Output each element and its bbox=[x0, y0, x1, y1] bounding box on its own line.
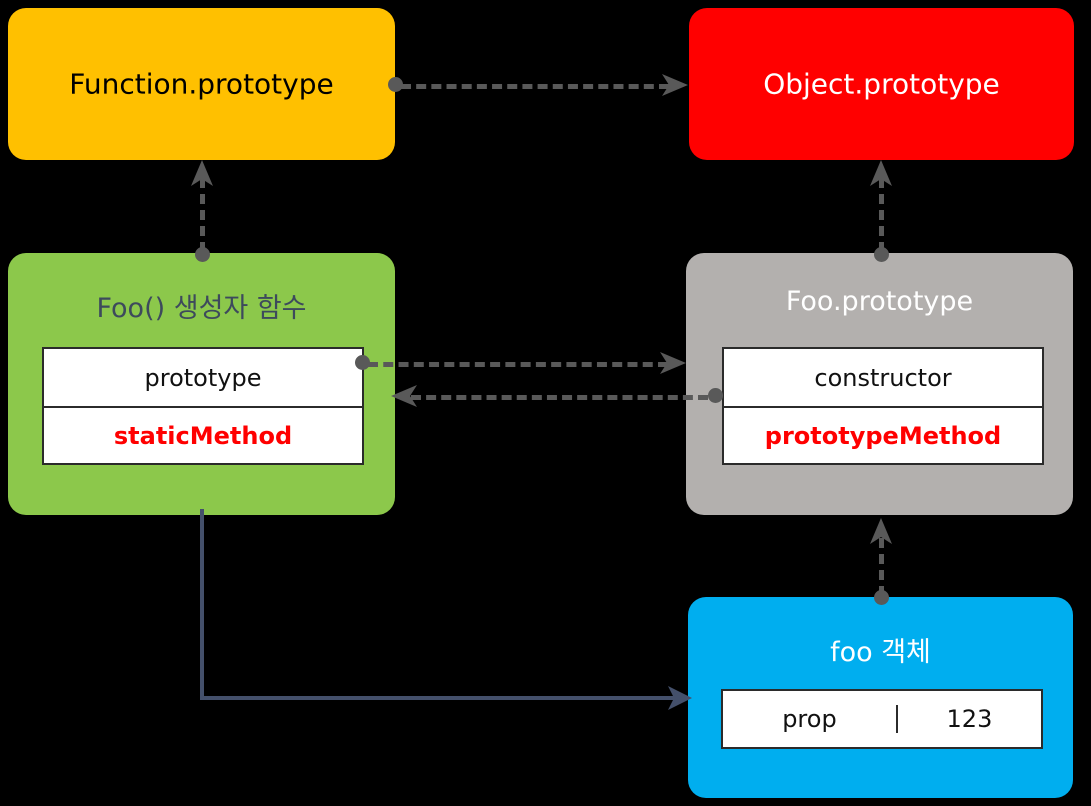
edge-foo-constructor-to-function-prototype-line bbox=[200, 178, 205, 252]
table-row[interactable]: staticMethod bbox=[44, 406, 362, 463]
edge-foo-constructor-to-function-prototype-arrowhead bbox=[191, 160, 213, 186]
cell-prototype: prototype bbox=[144, 363, 262, 392]
edge-foo-constructor-creates-foo-object-horizontal bbox=[200, 696, 680, 700]
table-row[interactable]: prototypeMethod bbox=[724, 406, 1042, 463]
table-row[interactable]: prototype bbox=[44, 349, 362, 406]
edge-constructor-to-foo-constructor-arrowhead bbox=[391, 385, 417, 407]
node-foo-constructor[interactable]: Foo() 생성자 함수 prototype staticMethod bbox=[8, 253, 395, 515]
edge-function-prototype-to-object-prototype-line bbox=[401, 84, 669, 89]
edge-prototype-to-foo-prototype-line bbox=[368, 362, 668, 367]
cell-prototype-method: prototypeMethod bbox=[764, 421, 1002, 450]
edge-foo-object-to-foo-prototype-line bbox=[879, 538, 884, 596]
node-object-prototype[interactable]: Object.prototype bbox=[689, 8, 1074, 160]
node-function-prototype-label: Function.prototype bbox=[69, 67, 334, 101]
node-foo-object-label: foo 객체 bbox=[830, 637, 931, 668]
table-row[interactable]: constructor bbox=[724, 349, 1042, 406]
edge-source-dot-function-prototype bbox=[388, 77, 403, 92]
node-foo-constructor-label: Foo() 생성자 함수 bbox=[96, 293, 307, 324]
edge-source-dot-constructor-cell bbox=[708, 388, 723, 403]
node-foo-object[interactable]: foo 객체 prop 123 bbox=[688, 597, 1073, 798]
node-foo-prototype[interactable]: Foo.prototype constructor prototypeMetho… bbox=[686, 253, 1073, 515]
foo-object-property-table: prop 123 bbox=[721, 689, 1043, 749]
edge-source-dot-foo-prototype-up bbox=[874, 247, 889, 262]
foo-prototype-property-table: constructor prototypeMethod bbox=[722, 347, 1044, 465]
edge-prototype-to-foo-prototype-arrowhead bbox=[660, 352, 686, 374]
edge-foo-constructor-creates-foo-object-vertical bbox=[200, 509, 204, 700]
edge-source-dot-prototype-cell bbox=[355, 355, 370, 370]
edge-constructor-to-foo-constructor-line bbox=[411, 395, 708, 400]
cell-static-method: staticMethod bbox=[113, 421, 293, 450]
edge-foo-object-to-foo-prototype-arrowhead bbox=[870, 518, 892, 544]
cell-constructor: constructor bbox=[814, 363, 952, 392]
cell-prop-key: prop bbox=[723, 705, 898, 733]
node-object-prototype-label: Object.prototype bbox=[763, 67, 1000, 101]
table-row[interactable]: prop 123 bbox=[723, 691, 1041, 747]
edge-foo-constructor-creates-foo-object-arrowhead bbox=[668, 686, 692, 710]
edge-function-prototype-to-object-prototype-arrowhead bbox=[662, 74, 688, 96]
edge-foo-prototype-to-object-prototype-line bbox=[879, 178, 884, 252]
node-function-prototype[interactable]: Function.prototype bbox=[8, 8, 395, 160]
edge-foo-prototype-to-object-prototype-arrowhead bbox=[870, 160, 892, 186]
edge-source-dot-foo-object-up bbox=[874, 590, 889, 605]
edge-source-dot-foo-constructor-up bbox=[195, 247, 210, 262]
node-foo-prototype-label: Foo.prototype bbox=[785, 286, 974, 317]
cell-prop-value: 123 bbox=[946, 705, 993, 733]
foo-constructor-property-table: prototype staticMethod bbox=[42, 347, 364, 465]
